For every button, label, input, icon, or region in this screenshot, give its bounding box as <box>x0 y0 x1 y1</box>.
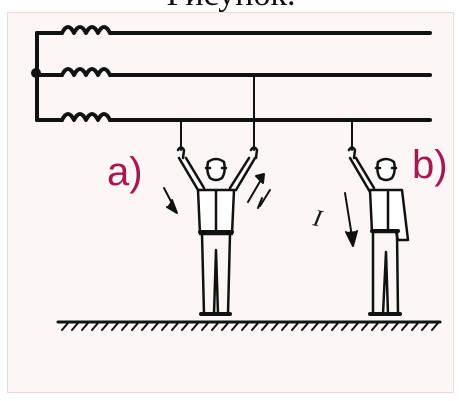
current-arrow-a-right <box>247 173 271 209</box>
person-a <box>176 146 259 316</box>
current-symbol: I <box>310 205 325 233</box>
person-b <box>347 146 410 316</box>
phase-line-1 <box>35 25 432 35</box>
phase-line-2 <box>35 67 432 77</box>
current-arrow-a-left <box>163 187 178 214</box>
figure-caption: Рисунок. <box>0 0 462 12</box>
label-a: a) <box>107 150 143 194</box>
ground <box>56 320 442 331</box>
current-arrow-b <box>344 192 358 247</box>
label-b: b) <box>412 143 448 187</box>
phase-line-3 <box>35 112 432 122</box>
